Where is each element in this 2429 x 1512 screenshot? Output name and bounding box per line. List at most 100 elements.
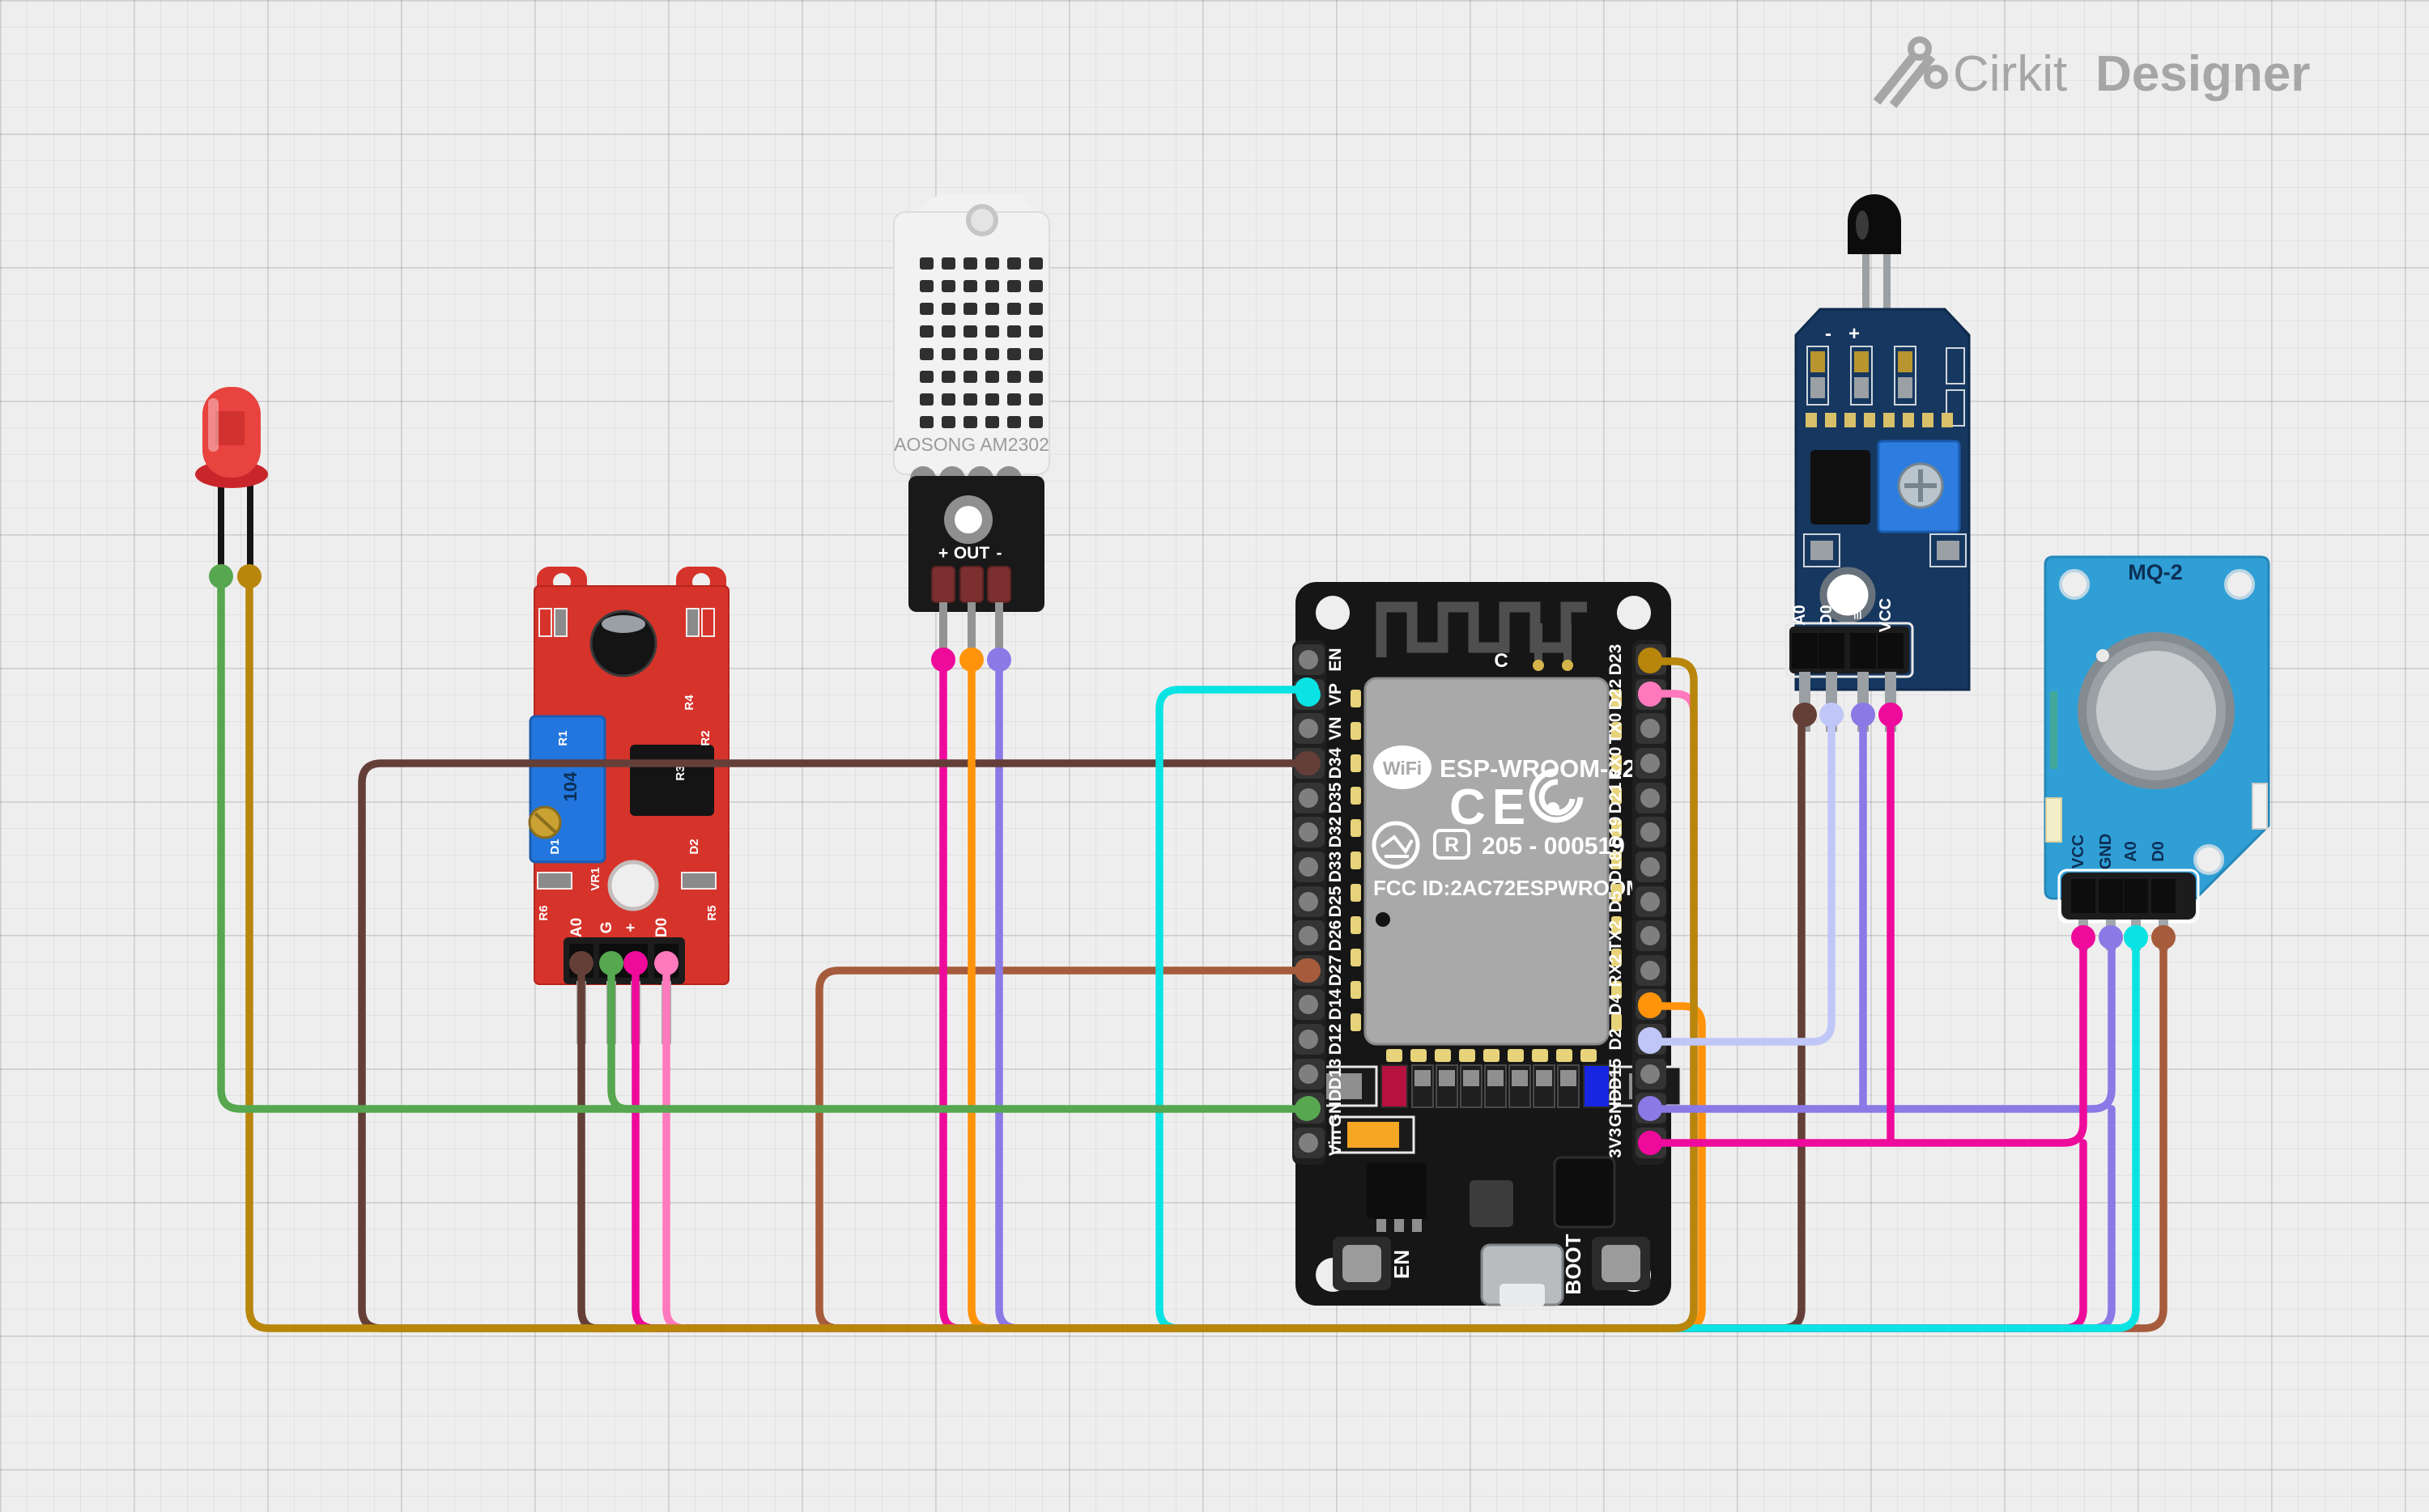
espressif-logo-dot (1546, 802, 1559, 815)
sound-sensor-board[interactable]: 104 (528, 567, 730, 985)
flame-header-outline (1785, 622, 1914, 678)
esp32-pin-D14[interactable] (1299, 995, 1318, 1014)
esp32-pin-D35[interactable] (1299, 788, 1318, 808)
esp32-pin-label-D12: D12 (1326, 1024, 1345, 1055)
esp32-pin-D15[interactable] (1640, 1064, 1660, 1084)
reg-r: R (1444, 834, 1459, 856)
esp32-pin-RX0[interactable] (1640, 754, 1660, 773)
esp32-top-mark: C (1494, 650, 1508, 672)
sound-smd (681, 872, 717, 890)
logo-pin-icon-ring (1924, 65, 1948, 89)
wifi-antenna (1376, 601, 1587, 657)
esp32-pin-label-VP: VP (1326, 683, 1345, 706)
esp32-pin-label-D14: D14 (1326, 988, 1345, 1020)
microphone-top (602, 615, 645, 633)
wire-junction[interactable] (2071, 925, 2095, 949)
wire-gnd_left[interactable] (217, 572, 1311, 1113)
esp32-pin-RX2[interactable] (1640, 961, 1660, 980)
mq2-title: MQ-2 (2128, 560, 2183, 584)
wire-gnd_right[interactable] (1646, 933, 2116, 1113)
esp32-pin-D25[interactable] (1299, 892, 1318, 911)
esp32-pin-D12[interactable] (1299, 1030, 1318, 1049)
wire-junction[interactable] (1295, 1097, 1319, 1121)
esp32-pin-D5[interactable] (1640, 892, 1660, 911)
sound-silk-R5: R5 (705, 905, 719, 920)
wire-junction[interactable] (1638, 682, 1662, 706)
flame-plus-mark: + (1848, 323, 1860, 345)
wire-gnd_left[interactable] (607, 959, 648, 1113)
mq2-header-slot (2151, 879, 2176, 913)
esp32-pin-label-D2: D2 (1606, 1029, 1625, 1051)
wire-led_d23[interactable] (245, 572, 1698, 1332)
wire-junction[interactable] (1638, 649, 1662, 673)
esp32-pin-EN[interactable] (1299, 650, 1318, 669)
wire-junction[interactable] (1793, 703, 1817, 727)
esp32-pin-label-3V3: 3V3 (1606, 1128, 1625, 1157)
logo-pin-icon-ring (1908, 36, 1932, 61)
dht22-pins[interactable]: +OUT- (931, 544, 1011, 660)
wire-junction[interactable] (1819, 703, 1844, 727)
wire-mq2_a0_vp[interactable] (1155, 686, 2140, 1332)
reg-number: 205 - 000519 (1482, 833, 1625, 860)
esp32-pin-VN[interactable] (1299, 719, 1318, 738)
wire-junction[interactable] (1295, 751, 1319, 775)
wire-analog_d34[interactable] (358, 711, 1806, 1332)
sound-silk-VR1: VR1 (589, 867, 602, 890)
esp32-pin-D18[interactable] (1640, 857, 1660, 877)
wire-flame_d0_d2[interactable] (1646, 711, 1836, 1046)
wires-layer[interactable] (217, 572, 2167, 1332)
esp32-pin-label-GND: GND (1606, 1089, 1625, 1128)
esp32-board[interactable]: C WiFi ESP-WROOM-32 CE R 205 - 000519 FC… (1292, 582, 1682, 1306)
dht-pad (959, 566, 984, 603)
reg-leg (1394, 1219, 1404, 1232)
wire-vcc_3v3[interactable] (1646, 933, 2087, 1147)
sound-pin-label-A0: A0 (568, 918, 585, 937)
wire-junction[interactable] (2099, 925, 2123, 949)
wire-junction[interactable] (931, 648, 955, 672)
wire-junction[interactable] (1851, 703, 1875, 727)
wire-mq2_d0_d27[interactable] (815, 933, 2167, 1332)
esp32-pin-D19[interactable] (1640, 822, 1660, 842)
wire-junction[interactable] (1878, 703, 1903, 727)
en-button[interactable] (1342, 1245, 1381, 1282)
flame-header-slot (1850, 633, 1876, 669)
esp32-pin-D33[interactable] (1299, 857, 1318, 877)
esp32-pin-D13[interactable] (1299, 1064, 1318, 1084)
dht-pad (931, 566, 955, 603)
sound-smd (701, 608, 715, 637)
esp32-pin-D26[interactable] (1299, 926, 1318, 945)
esp32-pin-TX2[interactable] (1640, 926, 1660, 945)
esp32-pin-label-TX2: TX2 (1606, 920, 1625, 952)
esp32-pin-D21[interactable] (1640, 788, 1660, 808)
wire-junction[interactable] (1638, 1030, 1662, 1054)
wire-junction[interactable] (654, 951, 679, 975)
ir-leg (1883, 254, 1891, 312)
esp32-pin-Vin[interactable] (1299, 1133, 1318, 1153)
wire-junction[interactable] (959, 648, 984, 672)
wire-junction[interactable] (209, 564, 233, 588)
reg-leg (1412, 1219, 1422, 1232)
flame-ic (1810, 450, 1870, 525)
wire-junction[interactable] (1295, 958, 1319, 983)
wire-junctions[interactable] (209, 564, 2176, 1155)
boot-button[interactable] (1602, 1245, 1640, 1282)
mq2-header-outline (2057, 869, 2200, 924)
led-red[interactable] (195, 387, 268, 578)
wire-junction[interactable] (2151, 925, 2176, 949)
wire-junction[interactable] (1638, 1131, 1662, 1155)
esp32-pin-D32[interactable] (1299, 822, 1318, 842)
esp32-pin-label-D25: D25 (1326, 886, 1345, 917)
wire-junction[interactable] (599, 951, 623, 975)
wire-junction[interactable] (1638, 1097, 1662, 1121)
wire-junction[interactable] (987, 648, 1011, 672)
wire-junction[interactable] (623, 951, 648, 975)
wire-junction[interactable] (237, 564, 262, 588)
wire-junction[interactable] (1638, 994, 1662, 1018)
wire-junction[interactable] (569, 951, 593, 975)
wire-junction[interactable] (2124, 925, 2148, 949)
wire-junction[interactable] (1295, 677, 1319, 702)
esp32-pin-TX0[interactable] (1640, 719, 1660, 738)
